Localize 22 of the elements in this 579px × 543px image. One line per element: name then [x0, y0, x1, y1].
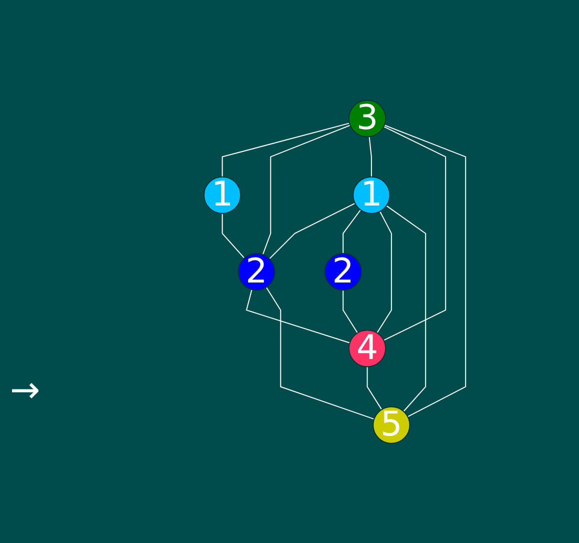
node-circle: 1: [203, 176, 241, 214]
node-circle: 4: [348, 329, 386, 367]
node-circle: 5: [372, 406, 410, 444]
connector: [246, 288, 350, 344]
node-circle: 3: [348, 99, 386, 138]
connector: [222, 212, 244, 258]
connector: [268, 202, 356, 260]
connector: [342, 209, 361, 254]
connector: [382, 126, 446, 341]
node-circle: 1: [352, 176, 390, 214]
connector: [384, 124, 466, 417]
connector: [222, 122, 350, 178]
connector: [262, 124, 350, 255]
connector: [342, 289, 358, 334]
node-circle: 2: [324, 252, 362, 290]
arrow-text: →: [10, 370, 40, 411]
connector: [386, 204, 426, 412]
node-circle: 2: [237, 252, 275, 290]
connector: [376, 210, 392, 334]
connector: [265, 286, 374, 420]
connector: [366, 366, 382, 410]
connector: [368, 136, 372, 178]
